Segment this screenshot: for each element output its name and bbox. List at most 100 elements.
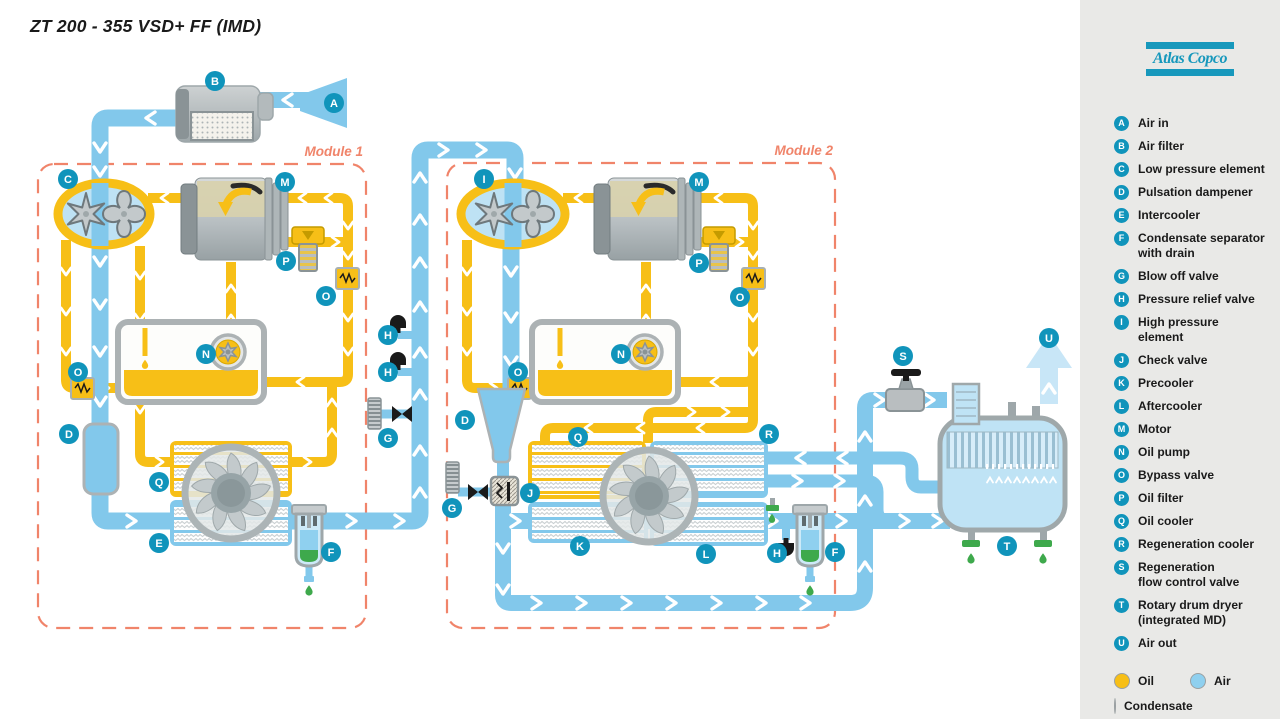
module-1-label: Module 1: [304, 144, 363, 159]
svg-text:G: G: [448, 503, 457, 515]
component-badge-U: U: [1039, 328, 1059, 348]
component-badge-R: R: [759, 424, 779, 444]
component-badge-O: O: [508, 362, 528, 382]
svg-text:H: H: [773, 548, 781, 560]
component-badge-D: D: [59, 424, 79, 444]
legend-label: Rotary drum dryer (integrated MD): [1138, 598, 1243, 627]
svg-text:O: O: [322, 291, 331, 303]
page-title: ZT 200 - 355 VSD+ FF (IMD): [30, 16, 262, 36]
pulsation-dampener-module1: [82, 422, 120, 496]
blow-off-valve-module2: [445, 461, 488, 500]
svg-text:K: K: [576, 541, 584, 553]
oil-filter-module2: [702, 226, 736, 272]
pulsation-dampener-module2: [476, 387, 527, 464]
component-badge-O: O: [730, 287, 750, 307]
component-badge-G: G: [442, 498, 462, 518]
component-badge-L: L: [696, 544, 716, 564]
component-badge-F: F: [321, 542, 341, 562]
legend-badge-R: R: [1114, 537, 1129, 552]
component-badge-N: N: [196, 344, 216, 364]
legend-badge-U: U: [1114, 636, 1129, 651]
condensate-separator-module1: [291, 504, 327, 596]
motor-module2: [593, 177, 702, 261]
component-badge-Q: Q: [149, 472, 169, 492]
component-badge-H: H: [378, 362, 398, 382]
legend-label: Oil pump: [1138, 445, 1190, 459]
regeneration-flow-control-valve: [885, 369, 925, 412]
legend-label: Precooler: [1138, 376, 1194, 390]
legend-badge-A: A: [1114, 116, 1129, 131]
component-badge-P: P: [276, 251, 296, 271]
legend-label: Low pressure element: [1138, 162, 1265, 176]
legend-badge-E: E: [1114, 208, 1129, 223]
svg-text:N: N: [202, 349, 210, 361]
legend-label: Aftercooler: [1138, 399, 1203, 413]
svg-text:F: F: [328, 547, 335, 559]
logo-text: Atlas Copco: [1152, 50, 1228, 67]
component-badge-F: F: [825, 542, 845, 562]
svg-text:C: C: [64, 174, 72, 186]
component-badge-I: I: [474, 169, 494, 189]
svg-text:B: B: [211, 76, 219, 88]
color-label: Oil: [1138, 674, 1155, 688]
color-label: Air: [1214, 674, 1231, 688]
legend-badge-L: L: [1114, 399, 1129, 414]
legend-label: Air filter: [1138, 139, 1185, 153]
component-badge-O: O: [68, 362, 88, 382]
svg-text:G: G: [384, 433, 393, 445]
component-badge-B: B: [205, 71, 225, 91]
svg-text:F: F: [832, 547, 839, 559]
legend-badge-P: P: [1114, 491, 1129, 506]
color-key-condensate: Condensate: [1114, 698, 1193, 714]
svg-text:M: M: [694, 177, 703, 189]
rotary-drum-dryer: [937, 382, 1068, 564]
air-filter: [175, 85, 274, 143]
legend-label: High pressure element: [1138, 315, 1219, 344]
logo-bar-bottom: [1146, 69, 1234, 76]
component-badge-H: H: [378, 325, 398, 345]
atlas-copco-logo: Atlas Copco: [1146, 42, 1234, 76]
svg-text:H: H: [384, 367, 392, 379]
legend-label: Regeneration cooler: [1138, 537, 1255, 551]
svg-text:O: O: [514, 367, 523, 379]
component-badge-Q: Q: [568, 427, 588, 447]
svg-text:P: P: [695, 258, 702, 270]
color-label: Condensate: [1124, 699, 1193, 713]
svg-text:E: E: [155, 538, 162, 550]
logo-bar-top: [1146, 42, 1234, 49]
dryer-inlet-tower: [951, 382, 981, 426]
component-badge-D: D: [455, 410, 475, 430]
component-badge-S: S: [893, 346, 913, 366]
legend-label: Condensate separator with drain: [1138, 231, 1265, 260]
blow-off-valve-module1: [367, 397, 412, 430]
svg-text:D: D: [461, 415, 469, 427]
legend-label: Regeneration flow control valve: [1138, 560, 1240, 589]
component-badge-C: C: [58, 169, 78, 189]
regen-drain: [766, 498, 779, 523]
component-badge-G: G: [378, 428, 398, 448]
legend-badge-J: J: [1114, 353, 1129, 368]
svg-text:L: L: [703, 549, 710, 561]
high-pressure-element: [456, 178, 570, 250]
legend-label: Oil filter: [1138, 491, 1184, 505]
svg-text:A: A: [330, 98, 338, 110]
svg-text:H: H: [384, 330, 392, 342]
component-badge-A: A: [324, 93, 344, 113]
motor-module1: [180, 177, 289, 261]
